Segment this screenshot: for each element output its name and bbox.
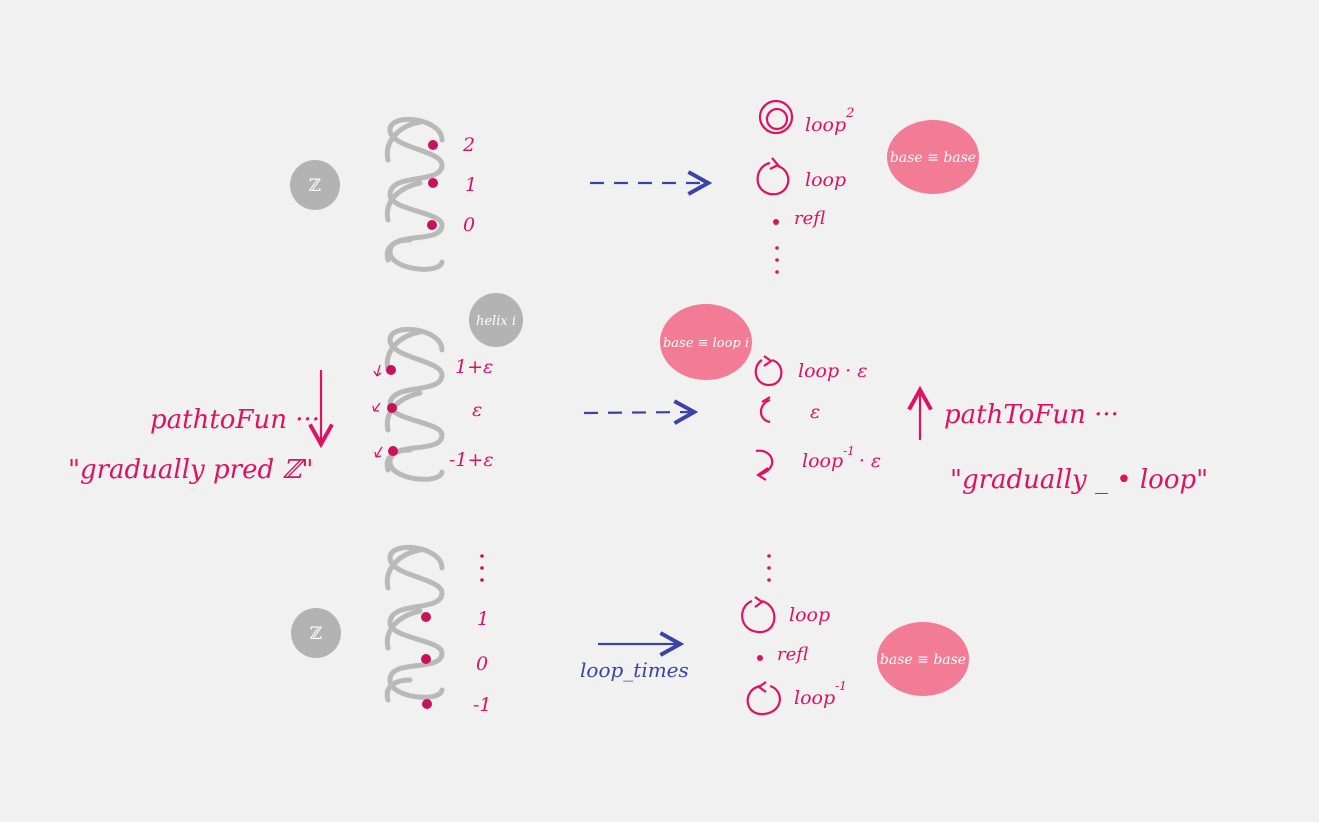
inverse-loop-eps-icon [755, 449, 774, 481]
middle-helix [384, 326, 445, 482]
bottom-z-badge: ℤ [291, 608, 341, 658]
point-eps [387, 403, 397, 413]
bottom-loop-label-loop: loop [789, 604, 830, 626]
bottom-arrow-label: loop_times [580, 658, 689, 682]
middle-helix-label-eps: ε [472, 399, 482, 421]
helix-i-label: helix i [476, 314, 516, 329]
top-helix-points [427, 140, 438, 230]
inverse-loop-icon [746, 681, 781, 716]
eps-arc-icon [759, 396, 771, 424]
bottom-refl-point [757, 655, 763, 661]
bottom-loop-icon [741, 596, 776, 634]
top-z-badge: ℤ [290, 160, 340, 210]
middle-helix-label-1-plus-eps: 1+ε [455, 356, 493, 378]
refl-point [773, 219, 779, 225]
loop-eps-icon [754, 355, 783, 387]
middle-loop-row3: loop-1· ε [802, 444, 881, 472]
bottom-helix-label-minus-1: -1 [473, 694, 492, 716]
bottom-base-badge-label: base ≡ base [880, 652, 966, 668]
point-0-bottom [421, 654, 431, 664]
bottom-helix-points [421, 612, 432, 709]
point-0 [427, 220, 437, 230]
top-helix-label-0: 0 [463, 214, 475, 236]
top-z-label: ℤ [309, 176, 321, 196]
loop-squared-icon [758, 99, 794, 135]
middle-loop-row2: ε [810, 401, 820, 423]
top-helix-label-2: 2 [462, 134, 475, 156]
top-loop-label-loop2: loop2 [805, 106, 854, 136]
point-minus-1-plus-eps [388, 446, 398, 456]
bottom-loop-label-refl: refl [777, 644, 808, 665]
top-ellipsis [775, 246, 779, 274]
point-minus-1-bottom [422, 699, 432, 709]
bottom-z-label: ℤ [310, 624, 322, 644]
middle-small-arrows [372, 364, 383, 458]
middle-helix-points [386, 365, 398, 456]
bottom-loop-label-inverse: loop-1 [794, 679, 847, 709]
point-1 [428, 178, 438, 188]
middle-base-badge: base ≡ loop i [660, 304, 752, 380]
point-1-plus-eps [386, 365, 396, 375]
right-note-line2: "gradually _ • loop" [950, 465, 1208, 495]
bottom-ellipsis [767, 554, 771, 582]
point-2 [428, 140, 438, 150]
top-helix [384, 116, 445, 272]
bottom-helix-label-0: 0 [476, 653, 488, 675]
right-note-line1: pathToFun ··· [944, 400, 1119, 430]
helix-i-badge: helix i [469, 293, 523, 347]
top-loop-label-loop: loop [805, 169, 846, 191]
top-base-badge-label: base ≡ base [890, 150, 976, 166]
middle-loop-row1: loop · ε [798, 360, 867, 382]
middle-dashed-arrow [583, 399, 699, 425]
bottom-helix-label-1: 1 [477, 608, 489, 630]
top-loop-label-refl: refl [794, 208, 825, 229]
point-1-bottom [421, 612, 431, 622]
top-helix-label-1: 1 [465, 174, 477, 196]
loop-icon [756, 157, 790, 196]
top-base-badge: base ≡ base [887, 120, 979, 194]
bottom-helix-ellipsis [480, 554, 484, 582]
bottom-helix [384, 544, 445, 703]
middle-base-badge-label: base ≡ loop i [663, 336, 749, 351]
left-note-line2: "gradually pred ℤ" [68, 455, 313, 485]
middle-helix-label-minus-1-plus-eps: -1+ε [449, 449, 494, 471]
bottom-base-badge: base ≡ base [877, 622, 969, 696]
left-note-line1: pathtoFun ··· [150, 405, 320, 435]
